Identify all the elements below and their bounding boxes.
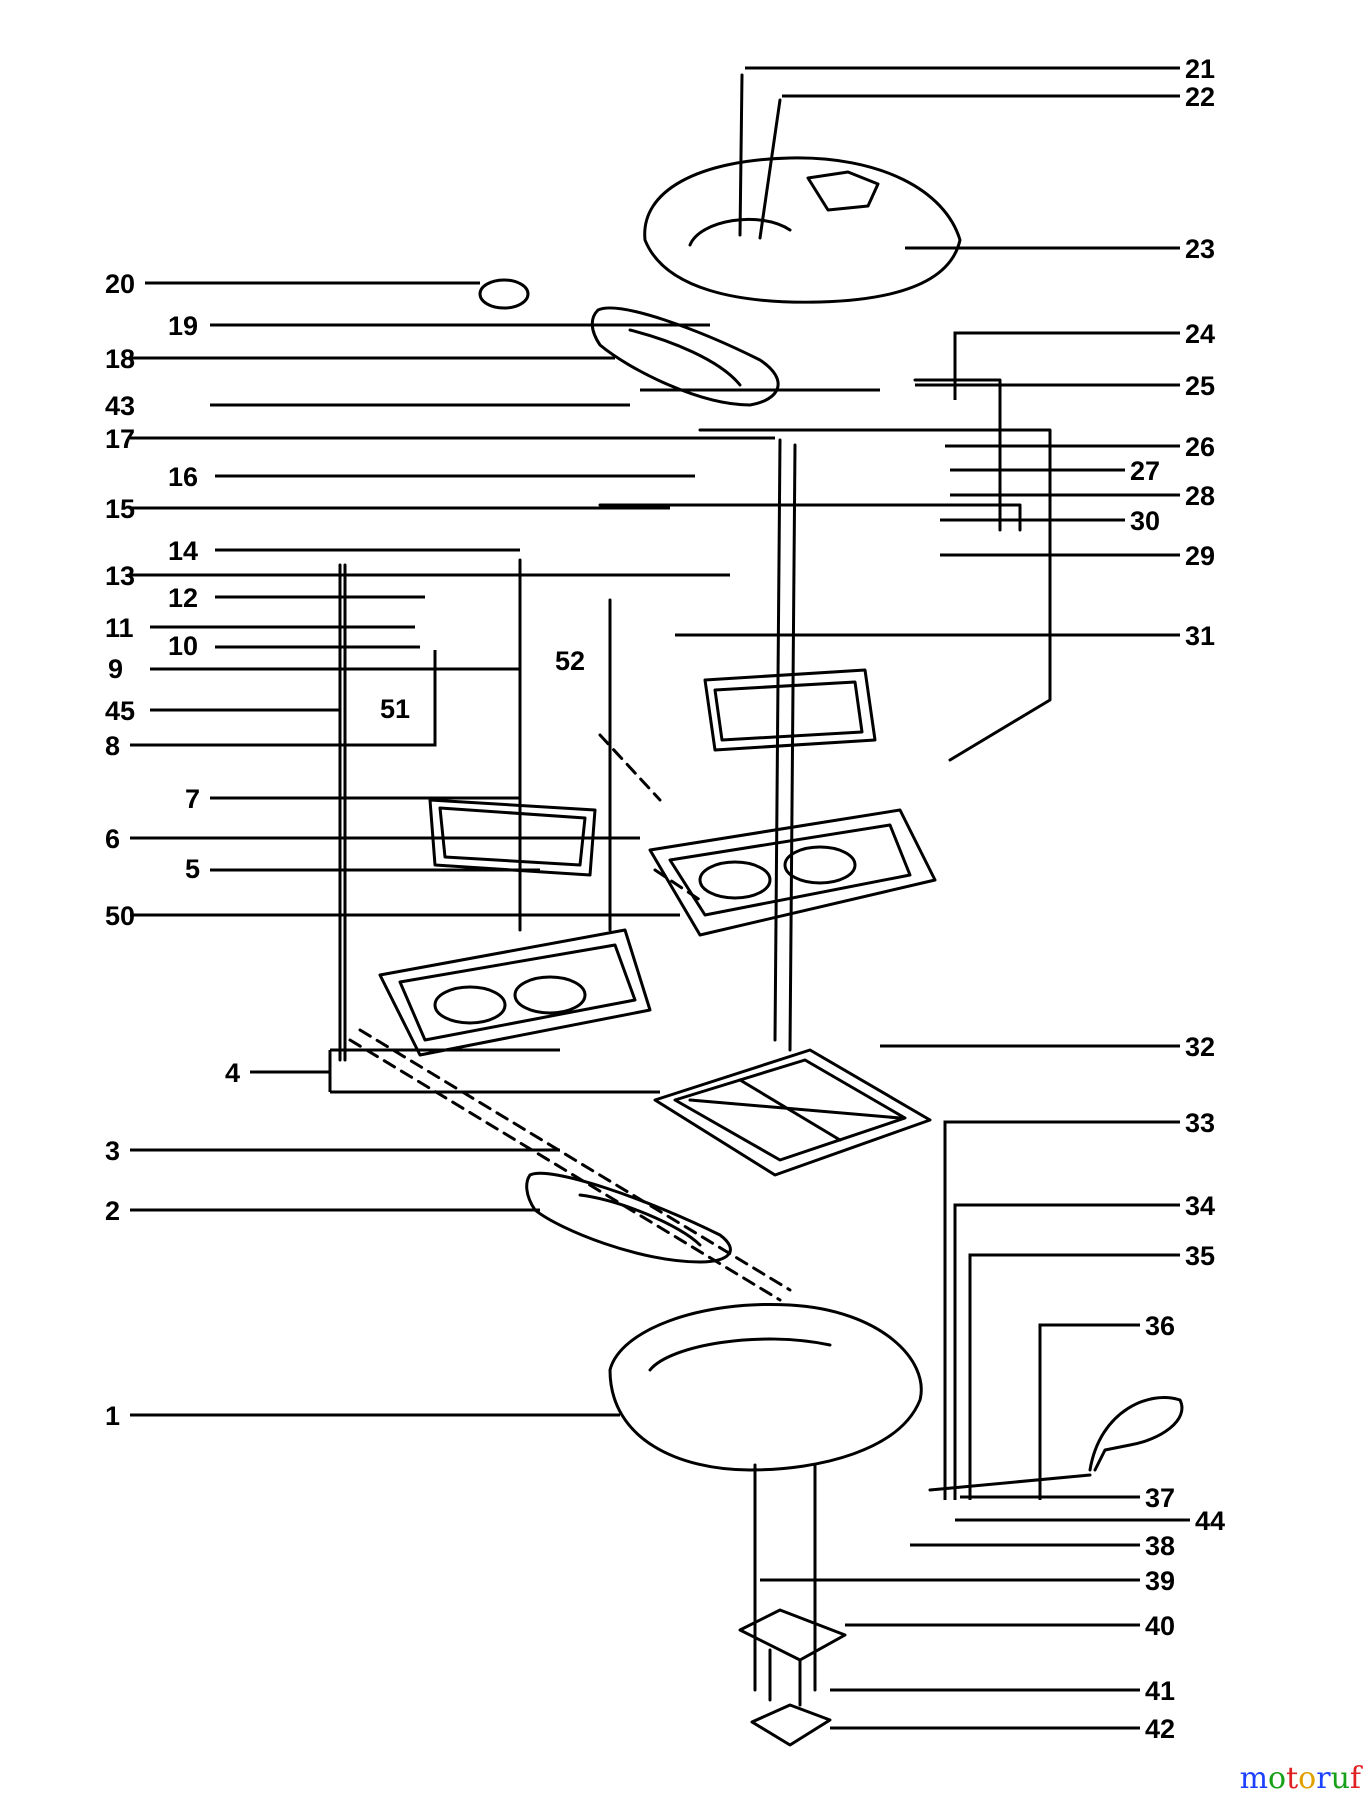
part-label-11: 11 <box>105 613 134 643</box>
part-label-18: 18 <box>105 344 135 374</box>
part-label-20: 20 <box>105 269 135 299</box>
part-label-3: 3 <box>105 1136 120 1166</box>
part-label-32: 32 <box>1185 1032 1215 1062</box>
part-label-2: 2 <box>105 1196 120 1226</box>
watermark-letter: o <box>1268 1761 1287 1796</box>
part-label-26: 26 <box>1185 432 1215 462</box>
part-label-8: 8 <box>105 731 120 761</box>
part-label-31: 31 <box>1185 621 1215 651</box>
part-label-12: 12 <box>168 583 198 613</box>
part-label-7: 7 <box>185 784 200 814</box>
part-label-24: 24 <box>1185 319 1215 349</box>
part-label-16: 16 <box>168 462 198 492</box>
part-label-25: 25 <box>1185 371 1215 401</box>
part-label-6: 6 <box>105 824 120 854</box>
part-label-40: 40 <box>1145 1611 1175 1641</box>
part-label-33: 33 <box>1185 1108 1215 1138</box>
part-label-39: 39 <box>1145 1566 1175 1596</box>
part-label-14: 14 <box>168 536 198 566</box>
power-cord-part <box>1088 1396 1184 1472</box>
base-pad-part <box>750 1703 832 1747</box>
part-label-29: 29 <box>1185 541 1215 571</box>
part-label-28: 28 <box>1185 481 1215 511</box>
bottom-cover-part <box>738 1608 847 1662</box>
part-label-45: 45 <box>105 696 135 726</box>
watermark-letter: o <box>1298 1761 1317 1796</box>
knob-part <box>478 278 530 310</box>
part-label-22: 22 <box>1185 82 1215 112</box>
part-label-35: 35 <box>1185 1241 1215 1271</box>
part-label-5: 5 <box>185 854 200 884</box>
part-label-42: 42 <box>1145 1714 1175 1744</box>
watermark-letter: m <box>1239 1761 1269 1796</box>
upper-plate-part <box>648 808 937 937</box>
part-label-17: 17 <box>105 424 135 454</box>
part-label-9: 9 <box>108 654 123 684</box>
part-label-44: 44 <box>1195 1506 1225 1536</box>
baking-plates-part <box>653 1048 932 1177</box>
part-label-51: 51 <box>380 694 410 724</box>
base-part <box>608 1302 923 1472</box>
watermark: motoruf <box>1240 1761 1361 1796</box>
part-label-34: 34 <box>1185 1191 1215 1221</box>
part-label-50: 50 <box>105 901 135 931</box>
part-label-30: 30 <box>1130 506 1160 536</box>
handle-bottom-part <box>525 1171 732 1264</box>
part-label-15: 15 <box>105 494 135 524</box>
part-label-27: 27 <box>1130 456 1160 486</box>
part-label-36: 36 <box>1145 1311 1175 1341</box>
part-label-21: 21 <box>1185 54 1215 84</box>
lower-plate-part <box>378 928 652 1057</box>
part-label-10: 10 <box>168 631 198 661</box>
watermark-letter: u <box>1330 1761 1350 1796</box>
part-label-13: 13 <box>105 561 135 591</box>
part-label-19: 19 <box>168 311 198 341</box>
part-label-23: 23 <box>1185 234 1215 264</box>
part-label-37: 37 <box>1145 1483 1175 1513</box>
part-label-41: 41 <box>1145 1676 1175 1706</box>
part-label-1: 1 <box>105 1401 120 1431</box>
watermark-letter: r <box>1316 1761 1331 1796</box>
part-label-4: 4 <box>225 1058 240 1088</box>
part-label-43: 43 <box>105 391 135 421</box>
watermark-letter: t <box>1286 1761 1299 1796</box>
part-label-52: 52 <box>555 646 585 676</box>
watermark-letter: f <box>1349 1761 1361 1796</box>
part-label-38: 38 <box>1145 1531 1175 1561</box>
top-lid-part <box>643 156 962 304</box>
